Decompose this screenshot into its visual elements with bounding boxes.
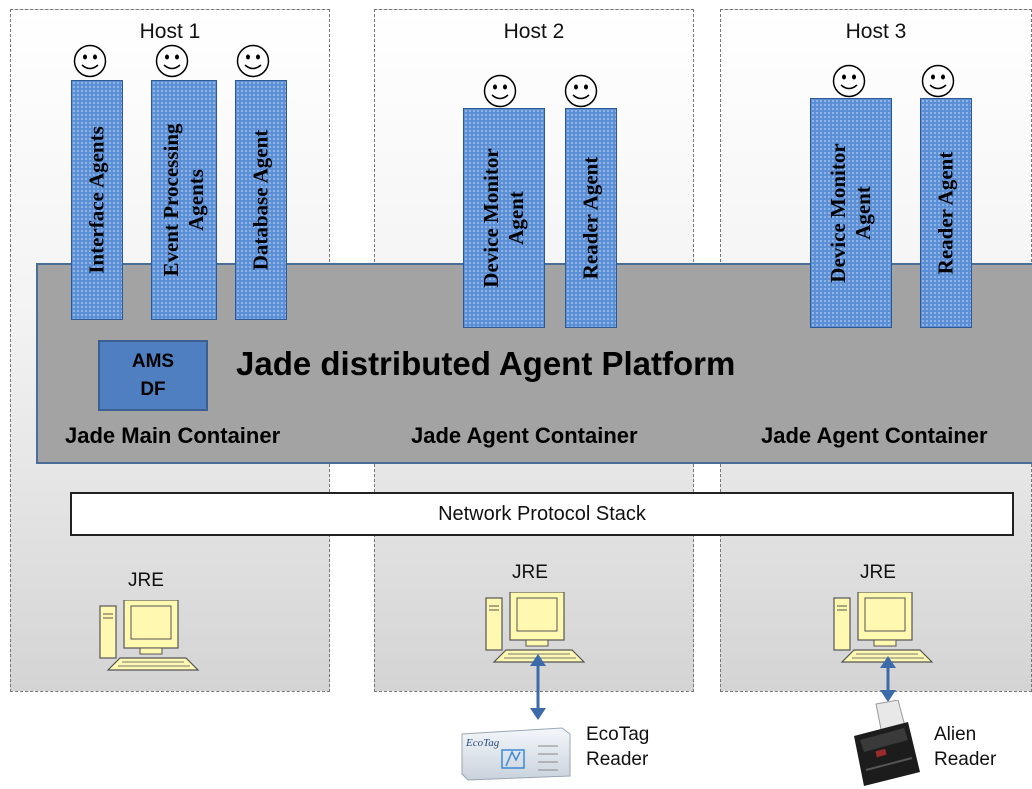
reader-agent-label-host2: Reader Agent	[578, 156, 603, 280]
computer-icon	[833, 592, 934, 663]
ecotag-badge-text: EcoTag	[465, 737, 500, 749]
platform-title: Jade distributed Agent Platform	[236, 345, 736, 382]
device-monitor-line1-host3: Device Monitor	[826, 143, 850, 283]
interface-agents-bar: Interface Agents	[71, 80, 123, 320]
smiley-face-icon	[73, 44, 107, 78]
jre-label-host3: JRE	[860, 562, 896, 583]
main-container-label: Jade Main Container	[65, 423, 281, 448]
smiley-face-icon	[483, 74, 517, 108]
smiley-face-icon	[921, 64, 955, 98]
df-label: DF	[140, 378, 166, 400]
reader-agent-bar-host2: Reader Agent	[565, 108, 617, 328]
smiley-face-icon	[236, 44, 270, 78]
device-monitor-agent-label-host3: Device Monitor Agent	[826, 143, 876, 282]
ams-df-box: AMS DF	[98, 340, 208, 411]
alien-reader-device-icon	[854, 700, 920, 786]
smiley-face-icon	[564, 74, 598, 108]
reader-agent-bar-host3: Reader Agent	[920, 98, 972, 328]
bidirectional-arrow-icon	[880, 656, 896, 702]
database-agent-bar: Database Agent	[235, 80, 287, 320]
event-processing-agents-label: Event Processing Agents	[159, 123, 209, 276]
device-monitor-line2-host3: Agent	[851, 186, 875, 240]
computer-icon	[485, 592, 586, 663]
database-agent-label: Database Agent	[248, 129, 273, 271]
network-protocol-stack: Network Protocol Stack	[70, 492, 1014, 536]
device-monitor-agent-label-host2: Device Monitor Agent	[479, 148, 529, 287]
ecotag-reader-line2: Reader	[586, 749, 649, 770]
smiley-face-icon	[155, 44, 189, 78]
interface-agents-label: Interface Agents	[84, 126, 109, 274]
ecotag-reader-line1: EcoTag	[586, 724, 650, 745]
agent-container-label-host3: Jade Agent Container	[761, 423, 988, 448]
computer-icon	[99, 600, 200, 671]
alien-reader-line2: Reader	[934, 749, 997, 770]
smiley-face-icon	[832, 64, 866, 98]
jre-label-host1: JRE	[128, 570, 164, 591]
bidirectional-arrow-icon	[530, 654, 546, 720]
ecotag-reader-label: EcoTag Reader	[586, 722, 649, 772]
event-processing-line1: Event Processing	[159, 123, 183, 277]
device-monitor-agent-bar-host3: Device Monitor Agent	[810, 98, 892, 328]
device-monitor-line2-host2: Agent	[504, 191, 528, 245]
device-monitor-line1-host2: Device Monitor	[479, 148, 503, 288]
alien-reader-label: Alien Reader	[934, 722, 996, 772]
host-2-title: Host 2	[503, 20, 565, 43]
reader-agent-label-host3: Reader Agent	[933, 151, 958, 275]
device-monitor-agent-bar-host2: Device Monitor Agent	[463, 108, 545, 328]
agent-container-label-host2: Jade Agent Container	[411, 423, 638, 448]
ecotag-reader-device-icon: EcoTag	[461, 727, 571, 781]
event-processing-agents-bar: Event Processing Agents	[151, 80, 217, 320]
ams-label: AMS	[131, 350, 175, 372]
alien-reader-line1: Alien	[934, 724, 977, 745]
event-processing-line2: Agents	[184, 169, 208, 231]
host-1-title: Host 1	[139, 20, 201, 43]
jre-label-host2: JRE	[512, 562, 548, 583]
host-3-title: Host 3	[845, 20, 907, 43]
